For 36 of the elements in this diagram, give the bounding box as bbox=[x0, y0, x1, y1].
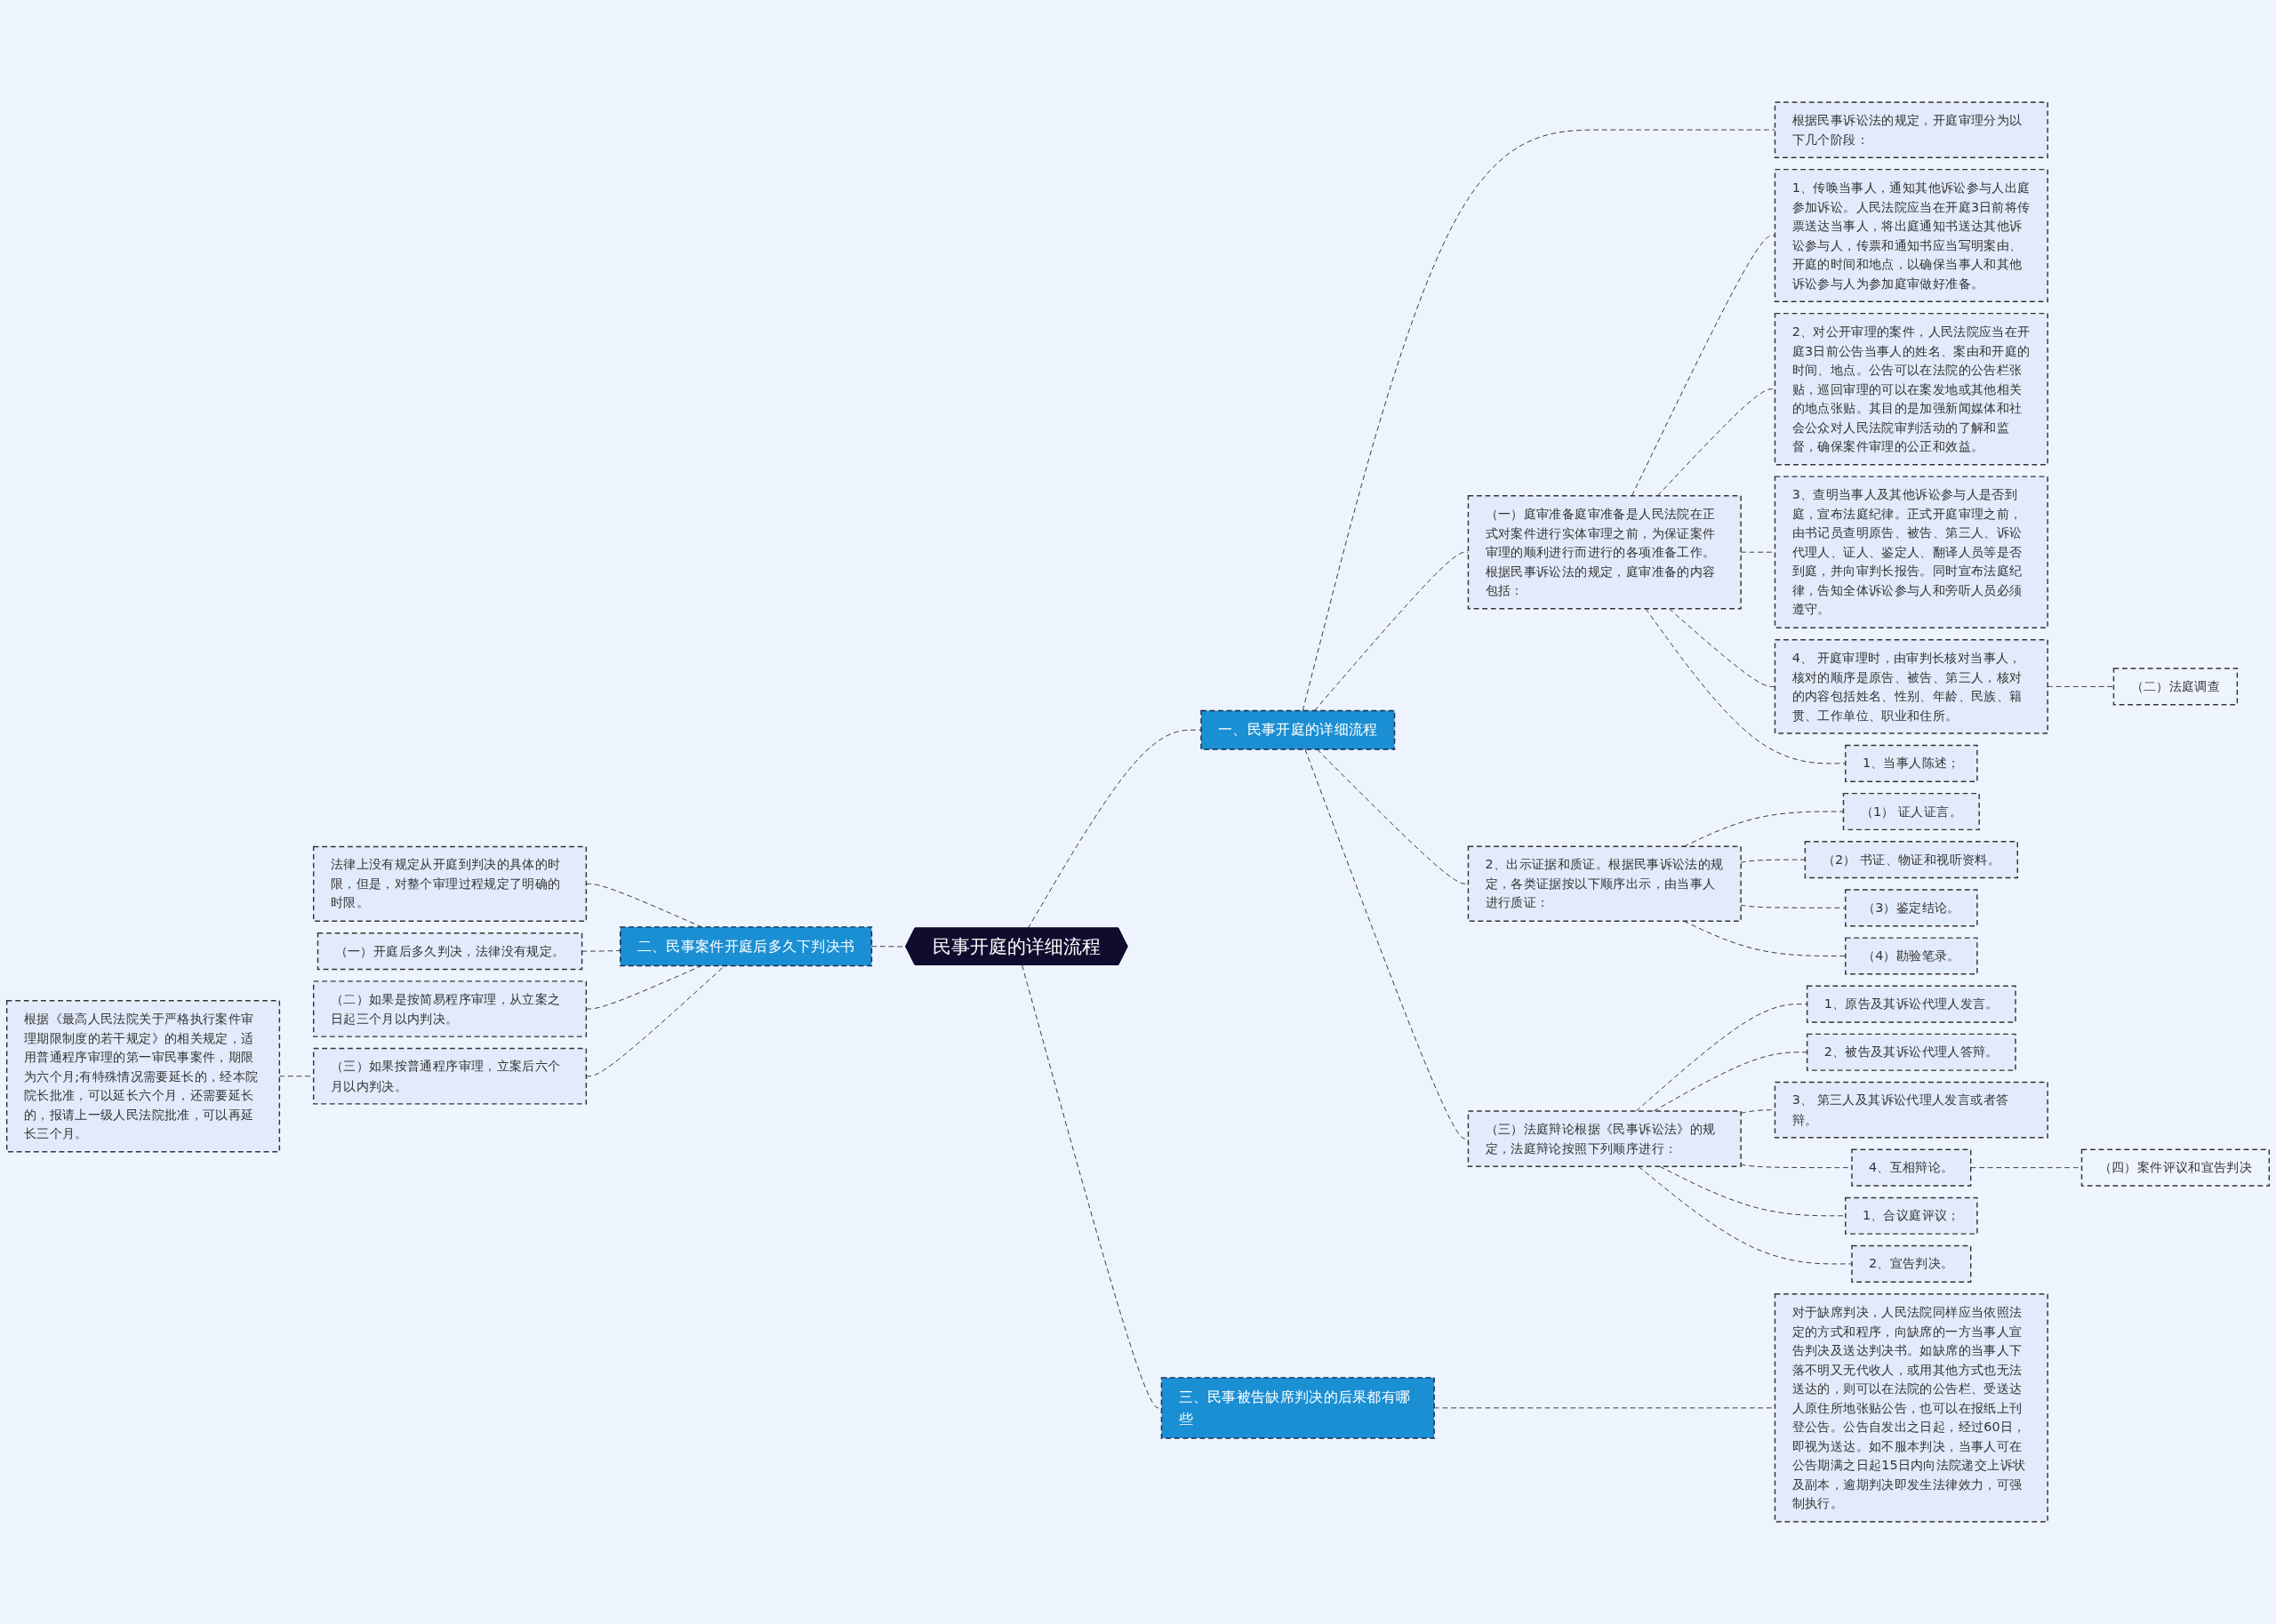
connector bbox=[1022, 964, 1162, 1409]
node-box: （三）法庭辩论根据《民事诉讼法》的规定，法庭辩论按照下列顺序进行： bbox=[1467, 1110, 1742, 1168]
node-box: 根据《最高人民法院关于严格执行案件审理期限制度的若干规定》的相关规定，适用普通程序审理的第一审民事案件，期限为六个月;有特殊情况需要延长的，经本院院长批准，可以延长六个月，还需要延长的，报请上一级人民法院批准，可以再延长三个月。 bbox=[5, 999, 281, 1153]
node-box: 2、出示证据和质证。根据民事诉讼法的规定，各类证据按以下顺序出示，由当事人进行质证： bbox=[1467, 845, 1742, 922]
connector bbox=[1635, 1004, 1808, 1112]
connector bbox=[1302, 129, 1775, 711]
node-box: 对于缺席判决，人民法院同样应当依照法定的方式和程序，向缺席的一方当事人宣告判决及送达判决书。如缺席的当事人下落不明又无代收人，或用其他方式也无法送达的，则可以在法院的公告栏、受送达人原住所地张贴公告，也可以在报纸上刊登公告。公告自发出之日起，经过60日，即视为送达。如不服本判决，当事人可在公告期满之日起15日内向法院递交上诉状及副本，逾期判决即发生法律效力，可强制执行。 bbox=[1774, 1293, 2048, 1523]
node-box: 1、合议庭评议； bbox=[1845, 1196, 1978, 1235]
node-box: （四）案件评议和宣告判决 bbox=[2080, 1148, 2271, 1187]
node-box: 三、民事被告缺席判决的后果都有哪些 bbox=[1160, 1377, 1435, 1439]
connector bbox=[1740, 904, 1847, 908]
node-box: 二、民事案件开庭后多久下判决书 bbox=[620, 926, 873, 967]
node-box: 一、民事开庭的详细流程 bbox=[1200, 709, 1396, 750]
node-box: 3、 第三人及其诉讼代理人发言或者答辩。 bbox=[1774, 1081, 2048, 1139]
node-box: 1、当事人陈述； bbox=[1845, 744, 1978, 782]
node-box: 法律上没有规定从开庭到判决的具体的时限，但是，对整个审理过程规定了明确的时限。 bbox=[312, 845, 588, 922]
node-box: （3）鉴定结论。 bbox=[1845, 889, 1978, 927]
connector bbox=[1683, 811, 1844, 847]
node-box: （2） 书证、物证和视听资料。 bbox=[1804, 841, 2018, 879]
node-box: 1、传唤当事人，通知其他诉讼参与人出庭参加诉讼。人民法院应当在开庭3日前将传票送达当事人，将出庭通知书送达其他诉讼参与人，传票和通知书应当写明案由、开庭的时间和地点，以确保当事人和其他诉讼参与人为参加庭审做好准备。 bbox=[1774, 168, 2048, 302]
node-box: 2、宣告判决。 bbox=[1851, 1244, 1972, 1283]
node-box: （二）法庭调查 bbox=[2112, 668, 2239, 706]
node-box: （1） 证人证言。 bbox=[1842, 792, 1980, 831]
node-box: 1、原告及其诉讼代理人发言。 bbox=[1806, 985, 2016, 1023]
node-box: 3、查明当事人及其他诉讼参与人是否到庭，宣布法庭纪律。正式开庭审理之前，由书记员查明原告、被告、第三人、诉讼代理人、证人、鉴定人、翻译人员等是否到庭，并向审判长报告。同时宣布法庭纪律，告知全体诉讼参与人和旁听人员必须遵守。 bbox=[1774, 476, 2048, 628]
node-box: 4、互相辩论。 bbox=[1851, 1148, 1972, 1187]
node-box: （三）如果按普通程序审理，立案后六个月以内判决。 bbox=[312, 1047, 588, 1105]
connector bbox=[1631, 235, 1775, 497]
node-box: 根据民事诉讼法的规定，开庭审理分为以下几个阶段： bbox=[1774, 101, 2048, 158]
node-box: （4）勘验笔录。 bbox=[1845, 937, 1978, 975]
node-box: （一）庭审准备庭审准备是人民法院在正式对案件进行实体审理之前，为保证案件审理的顺利进行而进行的各项准备工作。根据民事诉讼法的规定，庭审准备的内容包括： bbox=[1467, 495, 1742, 610]
node-box: 2、对公开审理的案件，人民法院应当在开庭3日前公告当事人的姓名、案由和开庭的时间、地点。公告可以在法院的公告栏张贴，巡回审理的可以在案发地或其他相关的地点张贴。其目的是加强新闻媒体和社会公众对人民法院审判活动的了解和监督，确保案件审理的公正和效益。 bbox=[1774, 312, 2048, 466]
node-box: 2、被告及其诉讼代理人答辩。 bbox=[1806, 1033, 2016, 1071]
node-box: 4、 开庭审理时，由审判长核对当事人，核对的顺序是原告、被告、第三人，核对的内容包括姓名、性别、年龄、民族、籍贯、工作单位、职业和住所。 bbox=[1774, 638, 2048, 734]
node-box: （二）如果是按简易程序审理，从立案之日起三个月以内判决。 bbox=[312, 980, 588, 1037]
node-box: （一）开庭后多久判决，法律没有规定。 bbox=[317, 932, 583, 971]
